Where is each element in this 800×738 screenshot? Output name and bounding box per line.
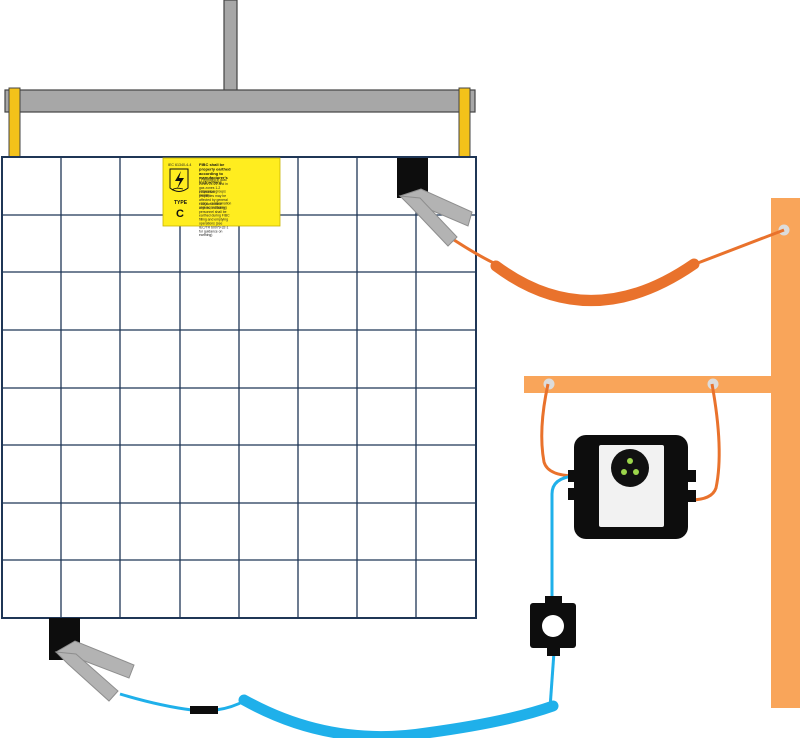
vertical-earth-post [771, 198, 800, 708]
earth-post-structure [524, 198, 800, 708]
earthing-clamp-top [398, 188, 473, 247]
label-background [162, 157, 281, 227]
green-led-icon [633, 469, 639, 475]
orange-cable-coil [490, 258, 700, 306]
arm-contact-left [543, 378, 555, 390]
green-led-icon [627, 458, 633, 464]
earthing-clamp-bottom [54, 640, 135, 702]
orange-bonding-cable [447, 228, 785, 306]
clamp-jaw-lower [54, 651, 119, 702]
conductive-grid [2, 157, 476, 618]
inline-connector [190, 706, 218, 714]
right-loop-clamp [458, 87, 471, 159]
label-standard-text: IEC 61340-4-4 [168, 163, 191, 167]
indicator-lens [611, 449, 649, 487]
orange-cable-wire [447, 228, 785, 268]
plug-socket [542, 615, 564, 637]
plug-neck-bottom [547, 646, 560, 656]
monitor-orange-leads [540, 383, 721, 502]
orange-lead-right [689, 383, 721, 502]
label-type-text: TYPE [174, 200, 188, 206]
horizontal-earth-arm [524, 376, 772, 393]
cross-beam [4, 89, 476, 113]
blue-cable-coil [238, 694, 559, 738]
lifting-frame [4, 0, 476, 159]
lightning-hand-warning-icon [169, 168, 189, 192]
blue-wire-to-plug [548, 651, 556, 709]
earth-monitor-unit [568, 435, 696, 539]
hanger-rod [223, 0, 238, 93]
blue-monitoring-cable [119, 474, 575, 738]
green-led-icon [621, 469, 627, 475]
left-loop-clamp [8, 87, 21, 159]
label-type-letter: C [176, 208, 184, 220]
fibc-bag [1, 156, 477, 619]
inline-plug [530, 596, 576, 656]
orange-lead-left [540, 383, 577, 478]
clamp-jaw-lower [398, 195, 458, 247]
plug-neck-top [545, 596, 562, 605]
blue-wire-clamp-side [119, 692, 247, 712]
